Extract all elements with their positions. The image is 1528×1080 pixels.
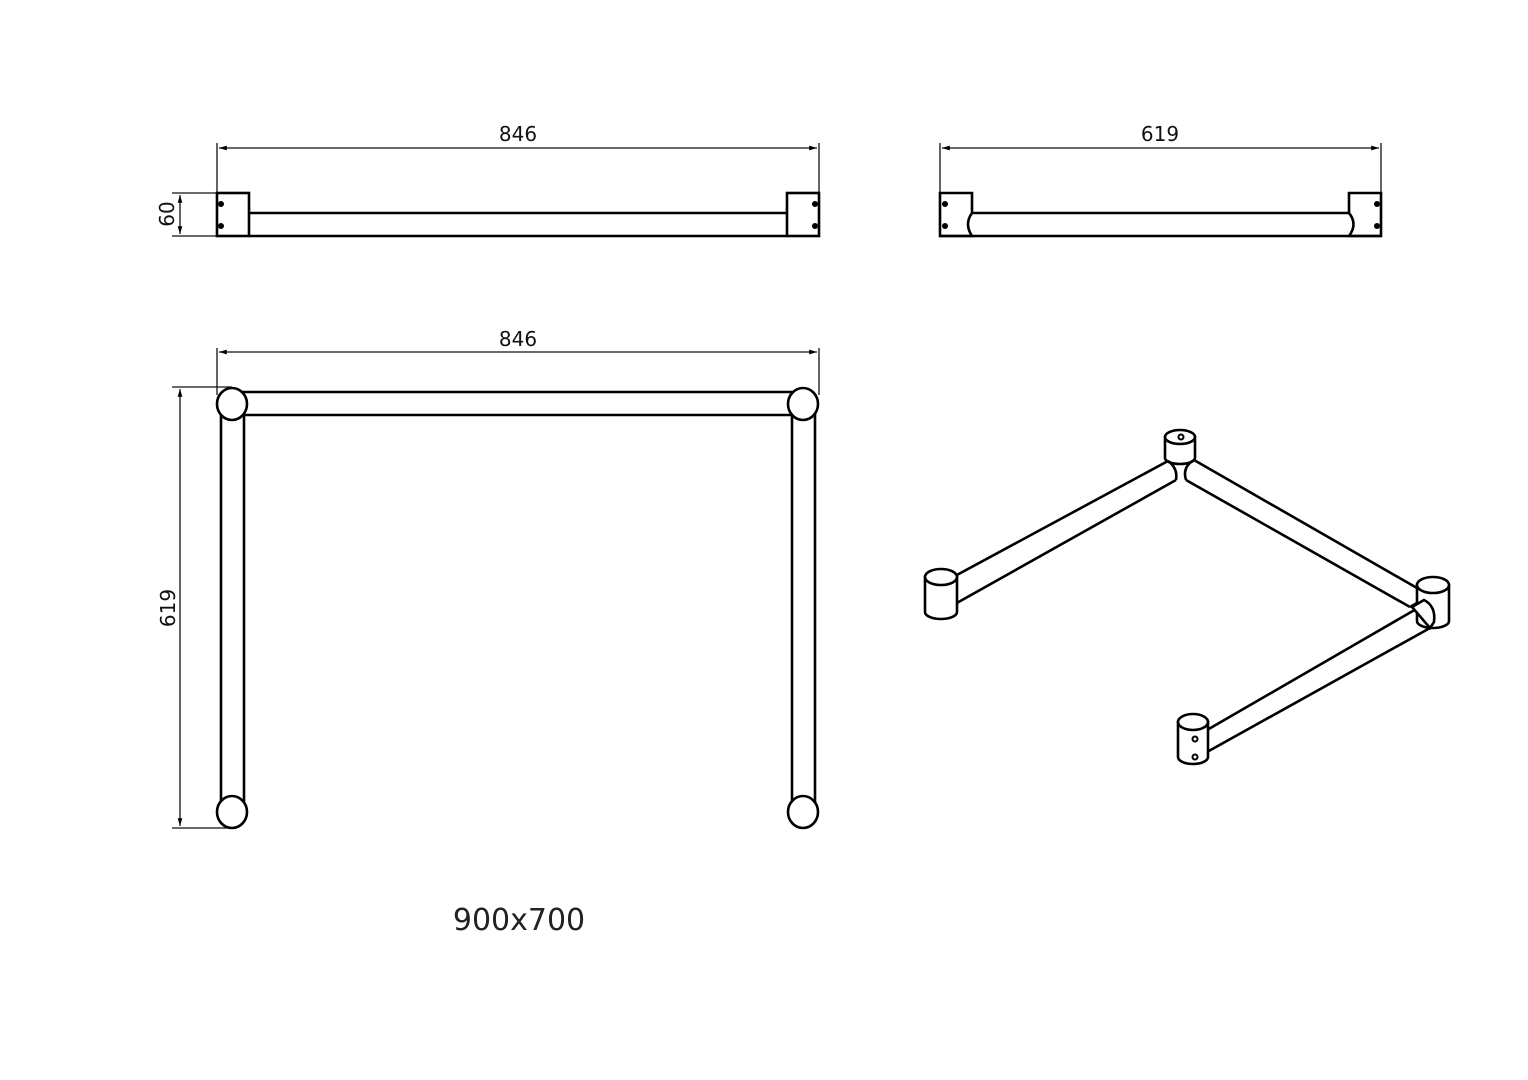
left-bracket — [215, 191, 251, 238]
arm-end-cap — [1409, 598, 1436, 631]
size-caption: 900x700 — [453, 903, 585, 938]
bolt-hole-icon — [812, 223, 818, 229]
bolt-hole-icon — [1177, 433, 1185, 441]
arm-edge — [1185, 478, 1411, 609]
bolt-hole-icon — [1374, 201, 1380, 207]
top-view: 846 619 — [156, 327, 820, 830]
right-bracket — [1346, 191, 1383, 238]
side-view: 619 — [938, 122, 1383, 238]
bolt-hole-icon — [942, 201, 948, 207]
arm-edge — [954, 459, 1169, 578]
bolt-hole-icon — [1374, 223, 1380, 229]
arm-edge — [1193, 458, 1418, 590]
left-bracket — [938, 191, 975, 238]
bolt-hole-icon — [1191, 735, 1199, 743]
joint-circle — [786, 386, 820, 422]
joint-curve — [1167, 458, 1195, 481]
bolt-hole-icon — [942, 223, 948, 229]
post-left — [923, 567, 959, 621]
dimension-width-label: 846 — [499, 327, 537, 351]
dimension-depth-label: 619 — [156, 589, 180, 627]
dimension-width-label: 619 — [1141, 122, 1179, 146]
right-bracket — [785, 191, 821, 238]
joint-circle — [786, 794, 820, 830]
bolt-hole-icon — [218, 223, 224, 229]
arm-edge — [1206, 606, 1419, 732]
arm-edge — [954, 478, 1177, 606]
post-top — [1163, 428, 1197, 481]
bolt-hole-icon — [218, 201, 224, 207]
bolt-hole-icon — [812, 201, 818, 207]
arm-edge — [1206, 626, 1431, 754]
isometric-view — [923, 428, 1451, 766]
joint-circle — [215, 794, 249, 830]
dimension-width-label: 846 — [499, 122, 537, 146]
post-front — [1176, 712, 1210, 766]
post-right — [1409, 575, 1451, 631]
front-view: 846 60 — [155, 122, 821, 238]
bolt-hole-icon — [1191, 753, 1199, 761]
joint-circle — [215, 386, 249, 422]
dimension-height-label: 60 — [155, 201, 179, 226]
